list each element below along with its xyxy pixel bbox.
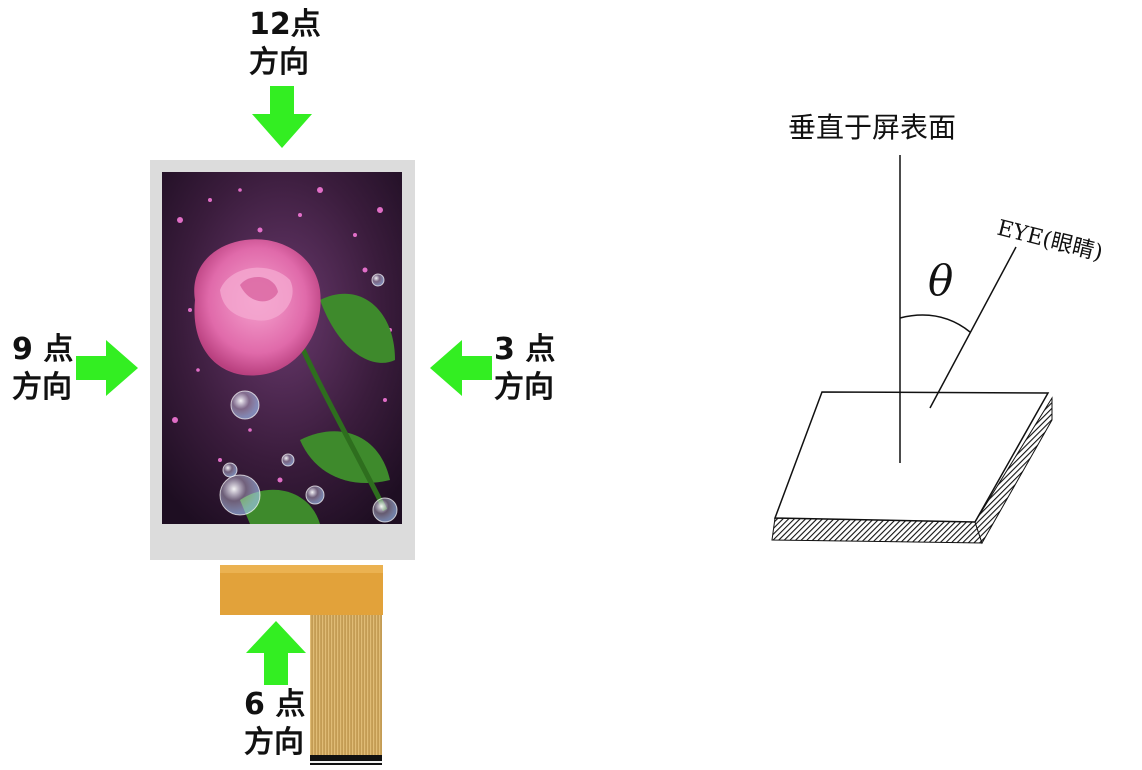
label-3-line1: 3 点 <box>494 332 556 367</box>
label-12-line2: 方向 <box>249 45 309 80</box>
arrow-right-icon <box>76 340 138 396</box>
normal-label: 垂直于屏表面 <box>788 111 957 144</box>
fpc-tail <box>310 615 382 755</box>
label-9-line1: 9 点 <box>12 332 74 367</box>
eye-line <box>929 246 1017 409</box>
lcd-module <box>150 160 415 765</box>
label-12-oclock: 12点 方向 <box>249 6 321 82</box>
fpc-connector <box>220 565 383 615</box>
label-6-line1: 6 点 <box>244 687 306 722</box>
label-3-oclock: 3 点 方向 <box>494 331 555 407</box>
label-6-oclock: 6 点 方向 <box>244 686 305 762</box>
screen-image <box>162 172 402 524</box>
arrow-left-icon <box>430 340 492 396</box>
label-12-line1: 12点 <box>249 7 321 42</box>
angle-arc <box>899 314 971 333</box>
arrow-down-icon <box>252 86 312 148</box>
label-6-line2: 方向 <box>244 725 304 760</box>
theta-symbol: θ <box>928 256 954 305</box>
label-9-oclock: 9 点 方向 <box>12 331 73 407</box>
panel-slab <box>771 391 1053 545</box>
arrow-up-icon <box>246 621 306 685</box>
label-3-line2: 方向 <box>494 370 554 405</box>
label-9-line2: 方向 <box>12 370 72 405</box>
